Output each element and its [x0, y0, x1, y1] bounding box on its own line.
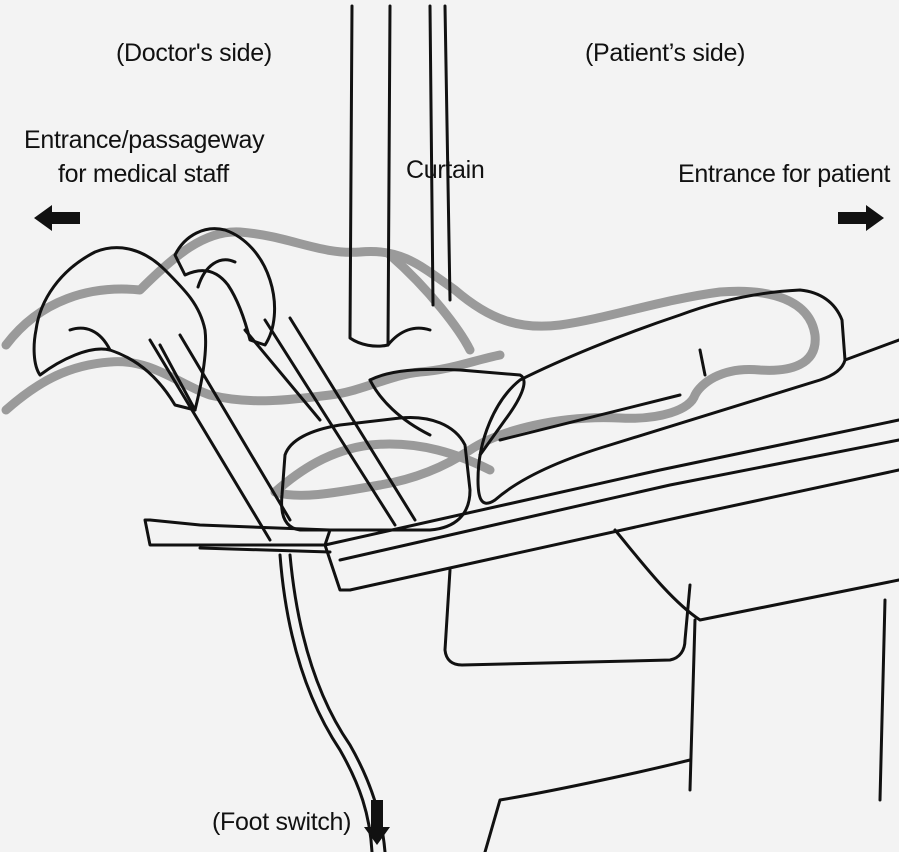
base-rail	[325, 420, 899, 545]
label-entrance-patient: Entrance for patient	[678, 160, 890, 189]
label-foot-switch: (Foot switch)	[212, 808, 351, 837]
label-doctors-side: (Doctor's side)	[116, 39, 272, 68]
curtain-outline	[6, 232, 815, 495]
label-curtain: Curtain	[406, 156, 485, 185]
arrow-right-icon	[838, 204, 886, 232]
arrow-left-icon	[34, 204, 82, 232]
label-entrance-staff-line1: Entrance/passageway	[24, 126, 264, 155]
footrest-tray	[145, 520, 330, 545]
arrow-down-icon	[363, 800, 391, 846]
curtain-pole	[350, 6, 390, 346]
label-patients-side: (Patient’s side)	[585, 39, 745, 68]
chair-base	[445, 570, 690, 665]
label-entrance-staff-line2: for medical staff	[58, 160, 229, 189]
seat-cushion	[282, 417, 470, 530]
